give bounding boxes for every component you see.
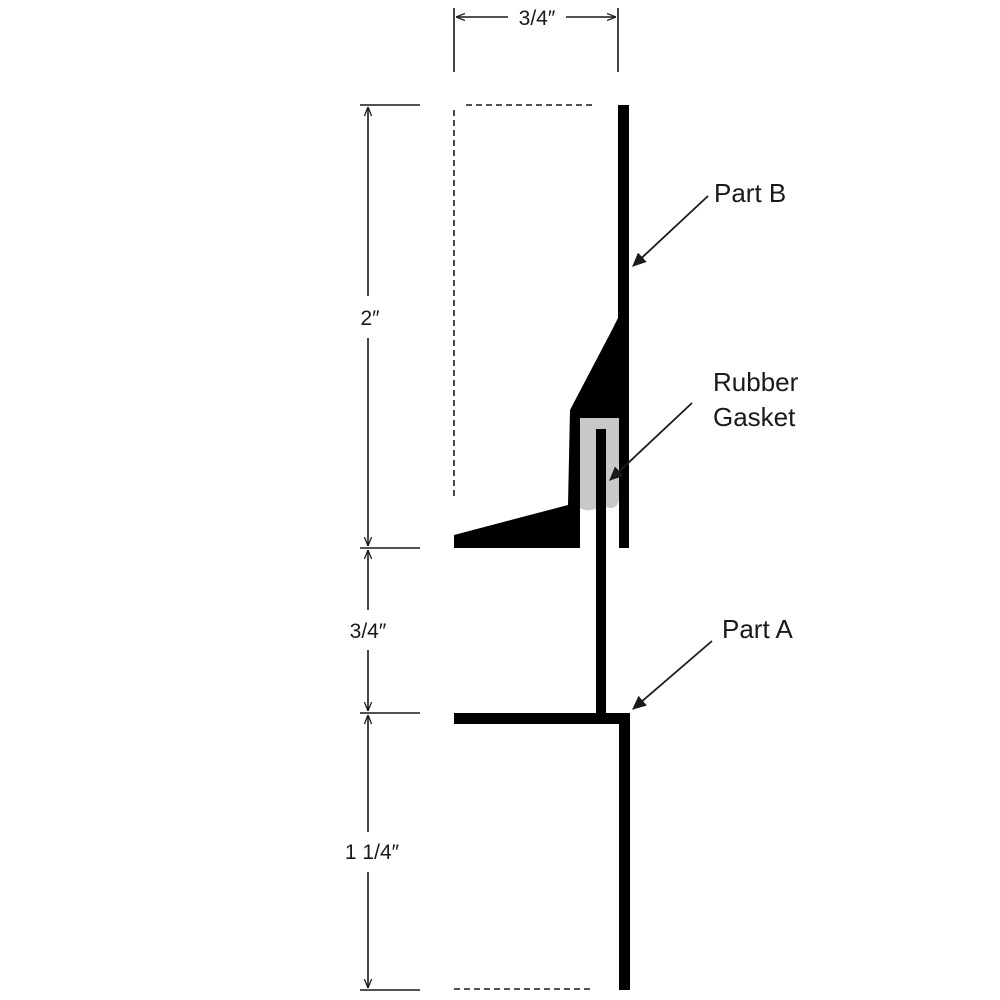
part-a-label: Part A: [722, 614, 793, 644]
callout-rubber-gasket: Rubber Gasket: [609, 367, 799, 481]
callout-arrow-gasket: [609, 402, 693, 481]
height-upper-label: 2″: [360, 307, 380, 330]
callout-arrow-part-a: [632, 640, 713, 710]
part-a-horizontal-flange: [454, 713, 630, 724]
part-a-upright-tongue: [596, 429, 606, 718]
reference-dashed-lines: [453, 104, 596, 990]
callout-part-b: Part B: [632, 178, 786, 267]
gasket-label-line2: Gasket: [713, 402, 796, 432]
height-middle-label: 3/4″: [350, 620, 387, 643]
callout-part-a: Part A: [632, 614, 793, 710]
width-dimension: 3/4″: [453, 7, 619, 72]
part-b-label: Part B: [714, 178, 786, 208]
height-dimensions: 2″ 3/4″ 1 1/4″: [345, 104, 420, 991]
part-a-profile: [454, 429, 630, 990]
width-dimension-label: 3/4″: [519, 7, 556, 30]
callout-arrow-part-b: [632, 195, 709, 267]
gasket-label-line1: Rubber: [713, 367, 799, 397]
height-lower-label: 1 1/4″: [345, 841, 400, 864]
part-a-lower-leg: [619, 713, 630, 990]
